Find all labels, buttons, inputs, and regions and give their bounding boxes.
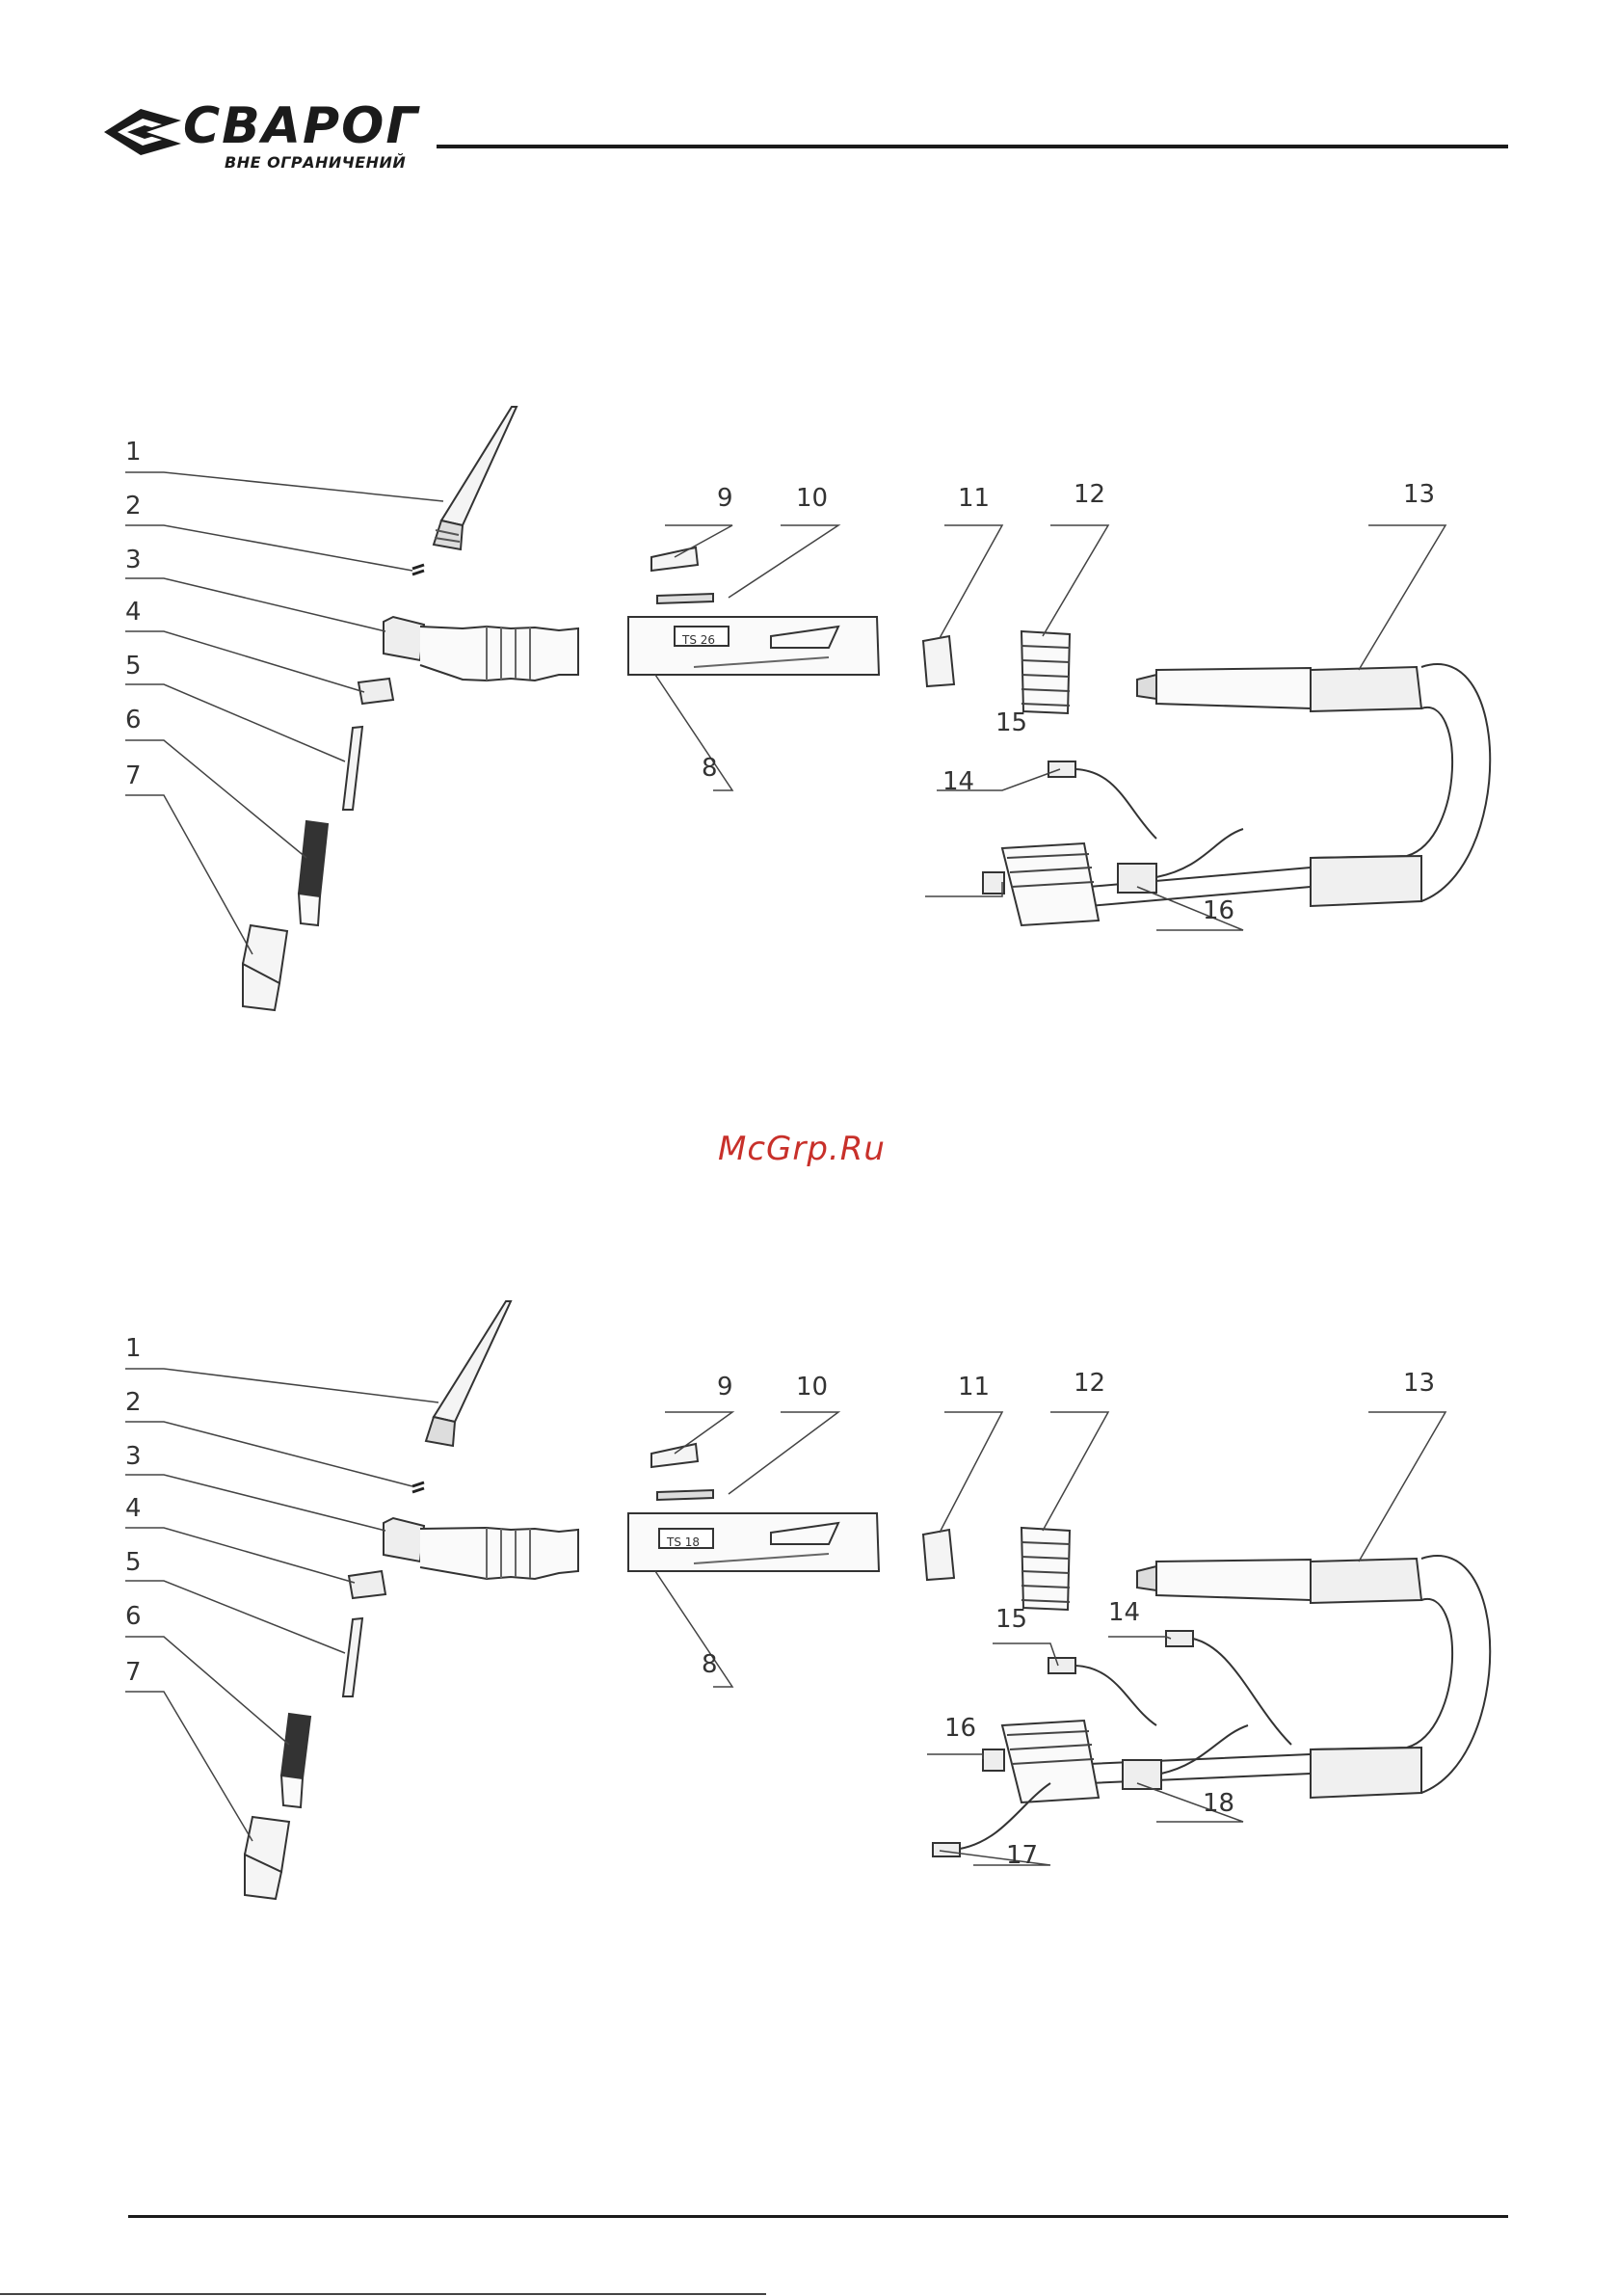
part-torch-head [384, 1518, 578, 1579]
part-control-plug-a [1048, 1658, 1156, 1725]
brand-logo-icon [104, 107, 181, 155]
callout-12: 12 [1074, 1371, 1105, 1396]
callout-7: 7 [125, 1660, 142, 1685]
brand-tagline: ВНЕ ОГРАНИЧЕНИЙ [225, 153, 406, 172]
callout-15: 15 [995, 710, 1027, 735]
callout-4: 4 [125, 600, 142, 625]
part-torch-head [384, 617, 578, 681]
callout-leaders [125, 1369, 1446, 1865]
callout-1: 1 [125, 440, 142, 465]
callout-6: 6 [125, 707, 142, 733]
callout-9: 9 [717, 486, 733, 511]
callout-1: 1 [125, 1336, 142, 1361]
callout-14: 14 [1108, 1600, 1140, 1625]
callout-3: 3 [125, 1444, 142, 1469]
callout-15: 15 [995, 1607, 1027, 1632]
callout-12: 12 [1074, 482, 1105, 507]
part-back-cap [434, 407, 517, 549]
part-gas-plug [1118, 829, 1243, 893]
part-button [651, 1444, 713, 1500]
callout-8: 8 [702, 756, 718, 781]
callout-11: 11 [958, 486, 990, 511]
callout-14: 14 [942, 769, 974, 794]
part-button [651, 547, 713, 603]
callout-6: 6 [125, 1604, 142, 1629]
callout-11: 11 [958, 1375, 990, 1400]
callout-3: 3 [125, 547, 142, 573]
part-gasket [349, 1571, 385, 1598]
callout-10: 10 [796, 486, 828, 511]
part-back-cap [426, 1301, 511, 1446]
handle-label: TS 26 [682, 627, 715, 653]
part-connector [923, 1530, 954, 1580]
part-control-plug [1048, 761, 1156, 839]
callout-13: 13 [1403, 1371, 1435, 1396]
part-collet-body [299, 821, 328, 925]
page-edge-rule [0, 2293, 766, 2295]
callout-8: 8 [702, 1652, 718, 1677]
callout-16: 16 [944, 1716, 976, 1741]
exploded-diagram-2: 1 2 3 4 5 6 7 8 9 10 11 12 13 14 15 16 1… [0, 1282, 1618, 1937]
callout-2: 2 [125, 494, 142, 519]
callout-5: 5 [125, 654, 142, 679]
part-spring [1021, 631, 1070, 713]
part-handle [628, 617, 879, 675]
exploded-diagram-1: 1 2 3 4 5 6 7 8 9 10 11 12 13 14 15 16 T… [0, 386, 1618, 1041]
part-nozzle [243, 925, 287, 1010]
callout-16: 16 [1203, 898, 1234, 923]
part-connector [923, 636, 954, 686]
page-header: СВАРОГ ВНЕ ОГРАНИЧЕНИЙ [0, 0, 1618, 193]
callout-leaders [125, 472, 1446, 954]
watermark: McGrp.Ru [718, 1130, 886, 1168]
callout-5: 5 [125, 1550, 142, 1575]
handle-label: TS 18 [667, 1530, 700, 1555]
part-nozzle [245, 1817, 289, 1899]
brand-logo: СВАРОГ ВНЕ ОГРАНИЧЕНИЙ [104, 101, 437, 178]
brand-name: СВАРОГ [183, 97, 420, 155]
part-o-ring [412, 565, 424, 574]
part-spring [1021, 1528, 1070, 1610]
callout-7: 7 [125, 763, 142, 788]
callout-4: 4 [125, 1496, 142, 1521]
part-control-plug-b [1166, 1631, 1291, 1745]
callout-10: 10 [796, 1375, 828, 1400]
part-o-ring [412, 1482, 424, 1492]
callout-2: 2 [125, 1390, 142, 1415]
part-collet [343, 1618, 362, 1696]
part-collet-body [281, 1714, 310, 1807]
callout-9: 9 [717, 1375, 733, 1400]
callout-13: 13 [1403, 482, 1435, 507]
footer-divider [128, 2215, 1508, 2218]
part-power-connector [983, 843, 1099, 925]
callout-18: 18 [1203, 1791, 1234, 1816]
part-collet [343, 727, 362, 810]
header-divider [437, 145, 1508, 148]
part-handle [628, 1513, 879, 1571]
part-gasket [358, 679, 393, 704]
callout-17: 17 [1006, 1843, 1038, 1868]
